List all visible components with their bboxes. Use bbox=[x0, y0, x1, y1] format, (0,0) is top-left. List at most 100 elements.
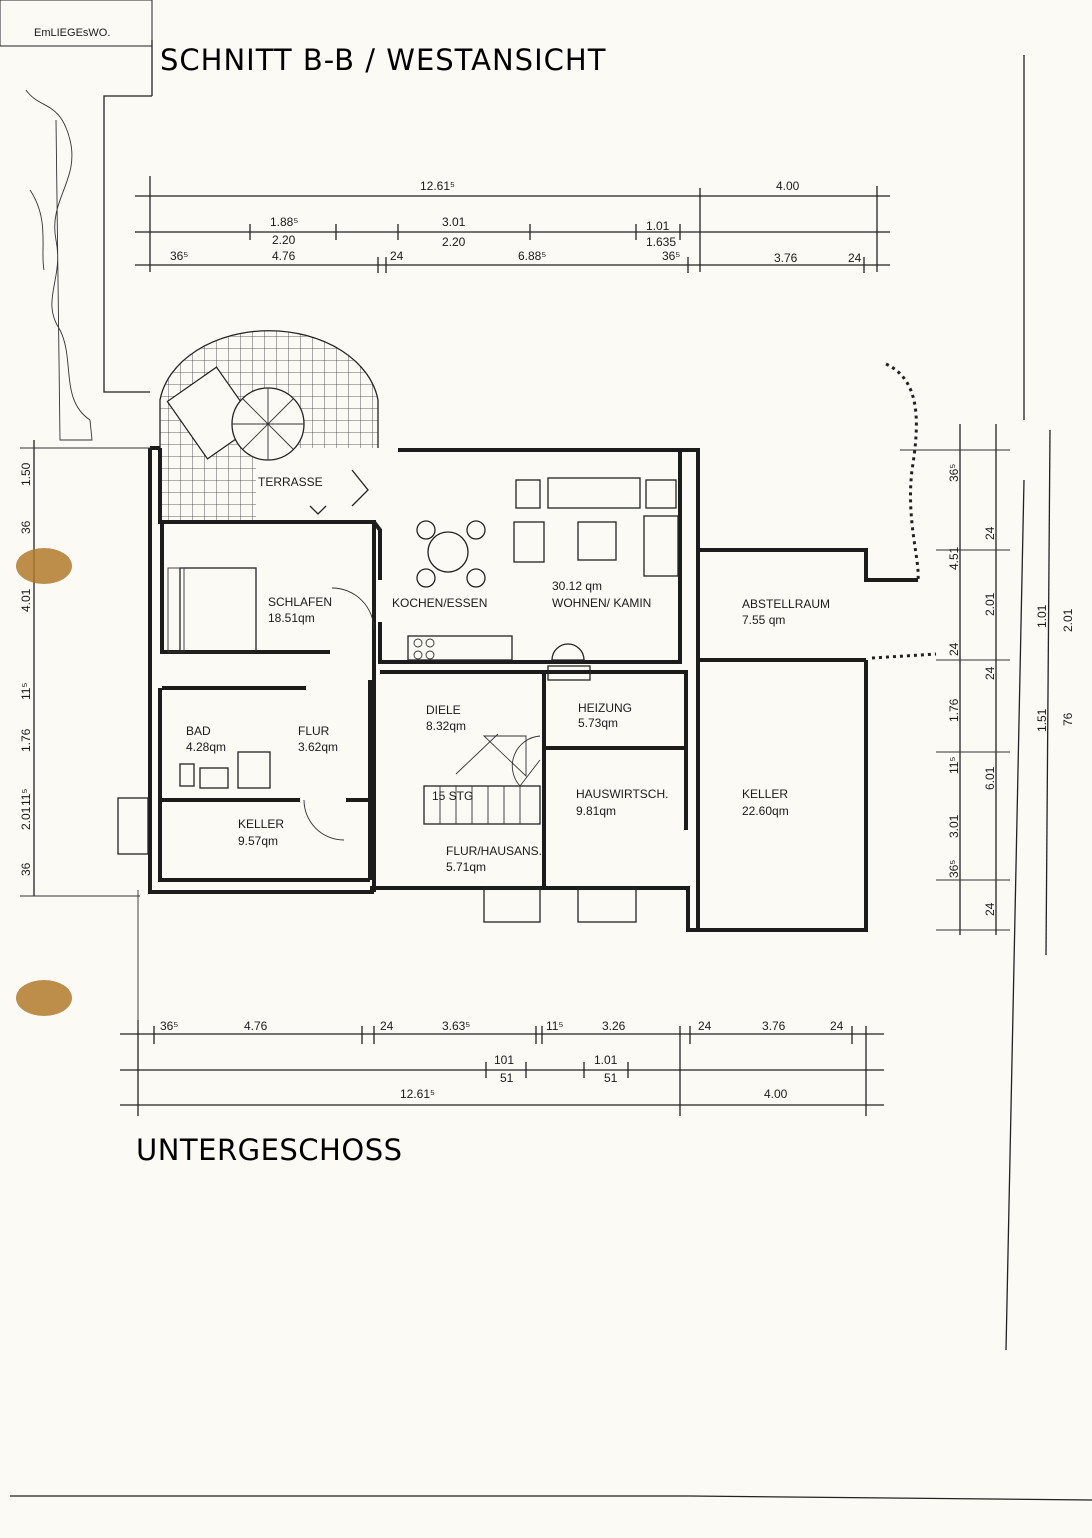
stairs bbox=[423, 733, 541, 825]
dim-right-9: 1.76 bbox=[947, 698, 961, 722]
dim-right-6: 2.01 bbox=[1061, 608, 1075, 632]
door-swing-schlafen bbox=[331, 587, 375, 631]
dim-top-k: 36⁵ bbox=[662, 249, 680, 263]
paper-stain-2 bbox=[16, 980, 72, 1016]
dim-top-f: 1.635 bbox=[646, 235, 676, 249]
dim-right-8: 24 bbox=[983, 666, 997, 680]
room-name-schlafen: SCHLAFEN bbox=[268, 595, 332, 609]
sheet-bottom-line bbox=[689, 1495, 1092, 1501]
dim-top-i: 24 bbox=[390, 249, 404, 263]
dim-bottom-4: 3.63⁵ bbox=[442, 1019, 470, 1033]
bottom-dimension-lines bbox=[120, 890, 884, 1116]
room-area-bad: 4.28qm bbox=[186, 740, 226, 754]
dim-bottom-6: 3.26 bbox=[602, 1019, 626, 1033]
window-bottom-1 bbox=[483, 887, 541, 923]
armchair bbox=[515, 479, 541, 509]
dim-right-10: 11⁵ bbox=[947, 757, 961, 774]
coffee-table bbox=[577, 521, 617, 561]
dim-bottom-2: 4.76 bbox=[244, 1019, 268, 1033]
dim-right-2: 4.51 bbox=[947, 546, 961, 570]
room-name-kochen-essen: KOCHEN/ESSEN bbox=[392, 596, 487, 610]
room-name-keller-large: KELLER bbox=[742, 787, 788, 801]
dim-right-15: 36⁵ bbox=[947, 860, 961, 878]
room-area-hauswirtsch: 9.81qm bbox=[576, 804, 616, 818]
dim-top-g: 4.76 bbox=[272, 249, 296, 263]
dim-right-16: 24 bbox=[983, 902, 997, 916]
terrace bbox=[159, 330, 379, 522]
dim-right-4: 2.01 bbox=[983, 592, 997, 616]
paper-stain bbox=[16, 548, 72, 584]
sink bbox=[199, 767, 229, 789]
dim-right-11: 1.51 bbox=[1035, 708, 1049, 732]
room-area-wohnen: 30.12 qm bbox=[552, 579, 602, 593]
room-name-wohnen: WOHNEN/ KAMIN bbox=[552, 596, 651, 610]
dim-bottom-3: 24 bbox=[380, 1019, 394, 1033]
window-left bbox=[117, 797, 149, 855]
dim-top-right: 4.00 bbox=[776, 179, 800, 193]
stair-arrow-icon bbox=[351, 469, 369, 507]
room-area-heizung: 5.73qm bbox=[578, 716, 618, 730]
room-area-flur: 3.62qm bbox=[298, 740, 338, 754]
dim-left-3: 4.01 bbox=[19, 588, 33, 612]
door-swing-keller bbox=[303, 799, 345, 841]
furniture bbox=[167, 477, 679, 789]
terrain-contour bbox=[25, 89, 93, 441]
kitchen-counter bbox=[407, 635, 513, 661]
room-name-hauswirtsch: HAUSWIRTSCH. bbox=[576, 787, 668, 801]
right-dimension-lines bbox=[900, 424, 1051, 956]
dim-top-h: 36⁵ bbox=[170, 249, 188, 263]
room-area-flur-hausans: 5.71qm bbox=[446, 860, 486, 874]
reference-line-right-2 bbox=[1005, 479, 1025, 1351]
room-name-abstellraum: ABSTELLRAUM bbox=[742, 597, 830, 611]
sofa bbox=[547, 477, 641, 509]
room-area-diele: 8.32qm bbox=[426, 719, 466, 733]
dim-bottom-8: 3.76 bbox=[762, 1019, 786, 1033]
dim-left-5: 1.76 bbox=[19, 728, 33, 752]
hedge bbox=[885, 362, 920, 581]
room-name-keller-small: KELLER bbox=[238, 817, 284, 831]
dim-top-c: 1.01 bbox=[646, 219, 670, 233]
dim-left-4: 11⁵ bbox=[19, 683, 33, 700]
site-boundary bbox=[103, 95, 152, 393]
shower bbox=[237, 751, 271, 789]
drawing-title: SCHNITT B-B / WESTANSICHT bbox=[160, 43, 606, 77]
dim-bottom-11: 51 bbox=[500, 1071, 514, 1085]
toilet bbox=[179, 763, 195, 787]
hedge-2 bbox=[871, 652, 937, 660]
room-name-bad: BAD bbox=[186, 724, 211, 738]
dim-bottom-9: 24 bbox=[830, 1019, 844, 1033]
corner-label-box bbox=[0, 0, 153, 47]
dim-right-13: 6.01 bbox=[983, 766, 997, 790]
dim-bottom-14: 12.61⁵ bbox=[400, 1087, 435, 1101]
room-name-heizung: HEIZUNG bbox=[578, 701, 632, 715]
dim-left-7: 11⁵ bbox=[19, 789, 33, 806]
floor-title: UNTERGESCHOSS bbox=[136, 1133, 403, 1167]
dim-top-a: 1.88⁵ bbox=[270, 215, 298, 229]
dim-left-1: 1.50 bbox=[19, 462, 33, 486]
dim-right-14: 3.01 bbox=[947, 814, 961, 838]
room-area-schlafen: 18.51qm bbox=[268, 611, 315, 625]
dim-top-l: 3.76 bbox=[774, 251, 798, 265]
dim-bottom-5: 11⁵ bbox=[546, 1019, 563, 1033]
dim-left-8: 36 bbox=[19, 862, 33, 876]
window-bottom-2 bbox=[577, 887, 637, 923]
stairs-label: 15 STG bbox=[432, 789, 473, 803]
room-name-terrasse: TERRASSE bbox=[258, 475, 323, 489]
fireplace-icon bbox=[551, 643, 585, 661]
dim-top-m: 24 bbox=[848, 251, 862, 265]
dim-left-2: 36 bbox=[19, 520, 33, 534]
room-area-keller-small: 9.57qm bbox=[238, 834, 278, 848]
room-area-abstellraum: 7.55 qm bbox=[742, 613, 785, 627]
dim-right-3: 24 bbox=[983, 526, 997, 540]
dining-table bbox=[427, 531, 469, 573]
room-name-flur: FLUR bbox=[298, 724, 330, 738]
dim-left-6: 2.01 bbox=[19, 806, 33, 830]
dim-top-total: 12.61⁵ bbox=[420, 179, 455, 193]
bed bbox=[179, 567, 257, 653]
dim-bottom-15: 4.00 bbox=[764, 1087, 788, 1101]
dim-top-d: 2.20 bbox=[272, 233, 296, 247]
down-arrow-icon bbox=[309, 505, 327, 515]
top-dimension-lines bbox=[135, 176, 890, 273]
dim-bottom-13: 51 bbox=[604, 1071, 618, 1085]
